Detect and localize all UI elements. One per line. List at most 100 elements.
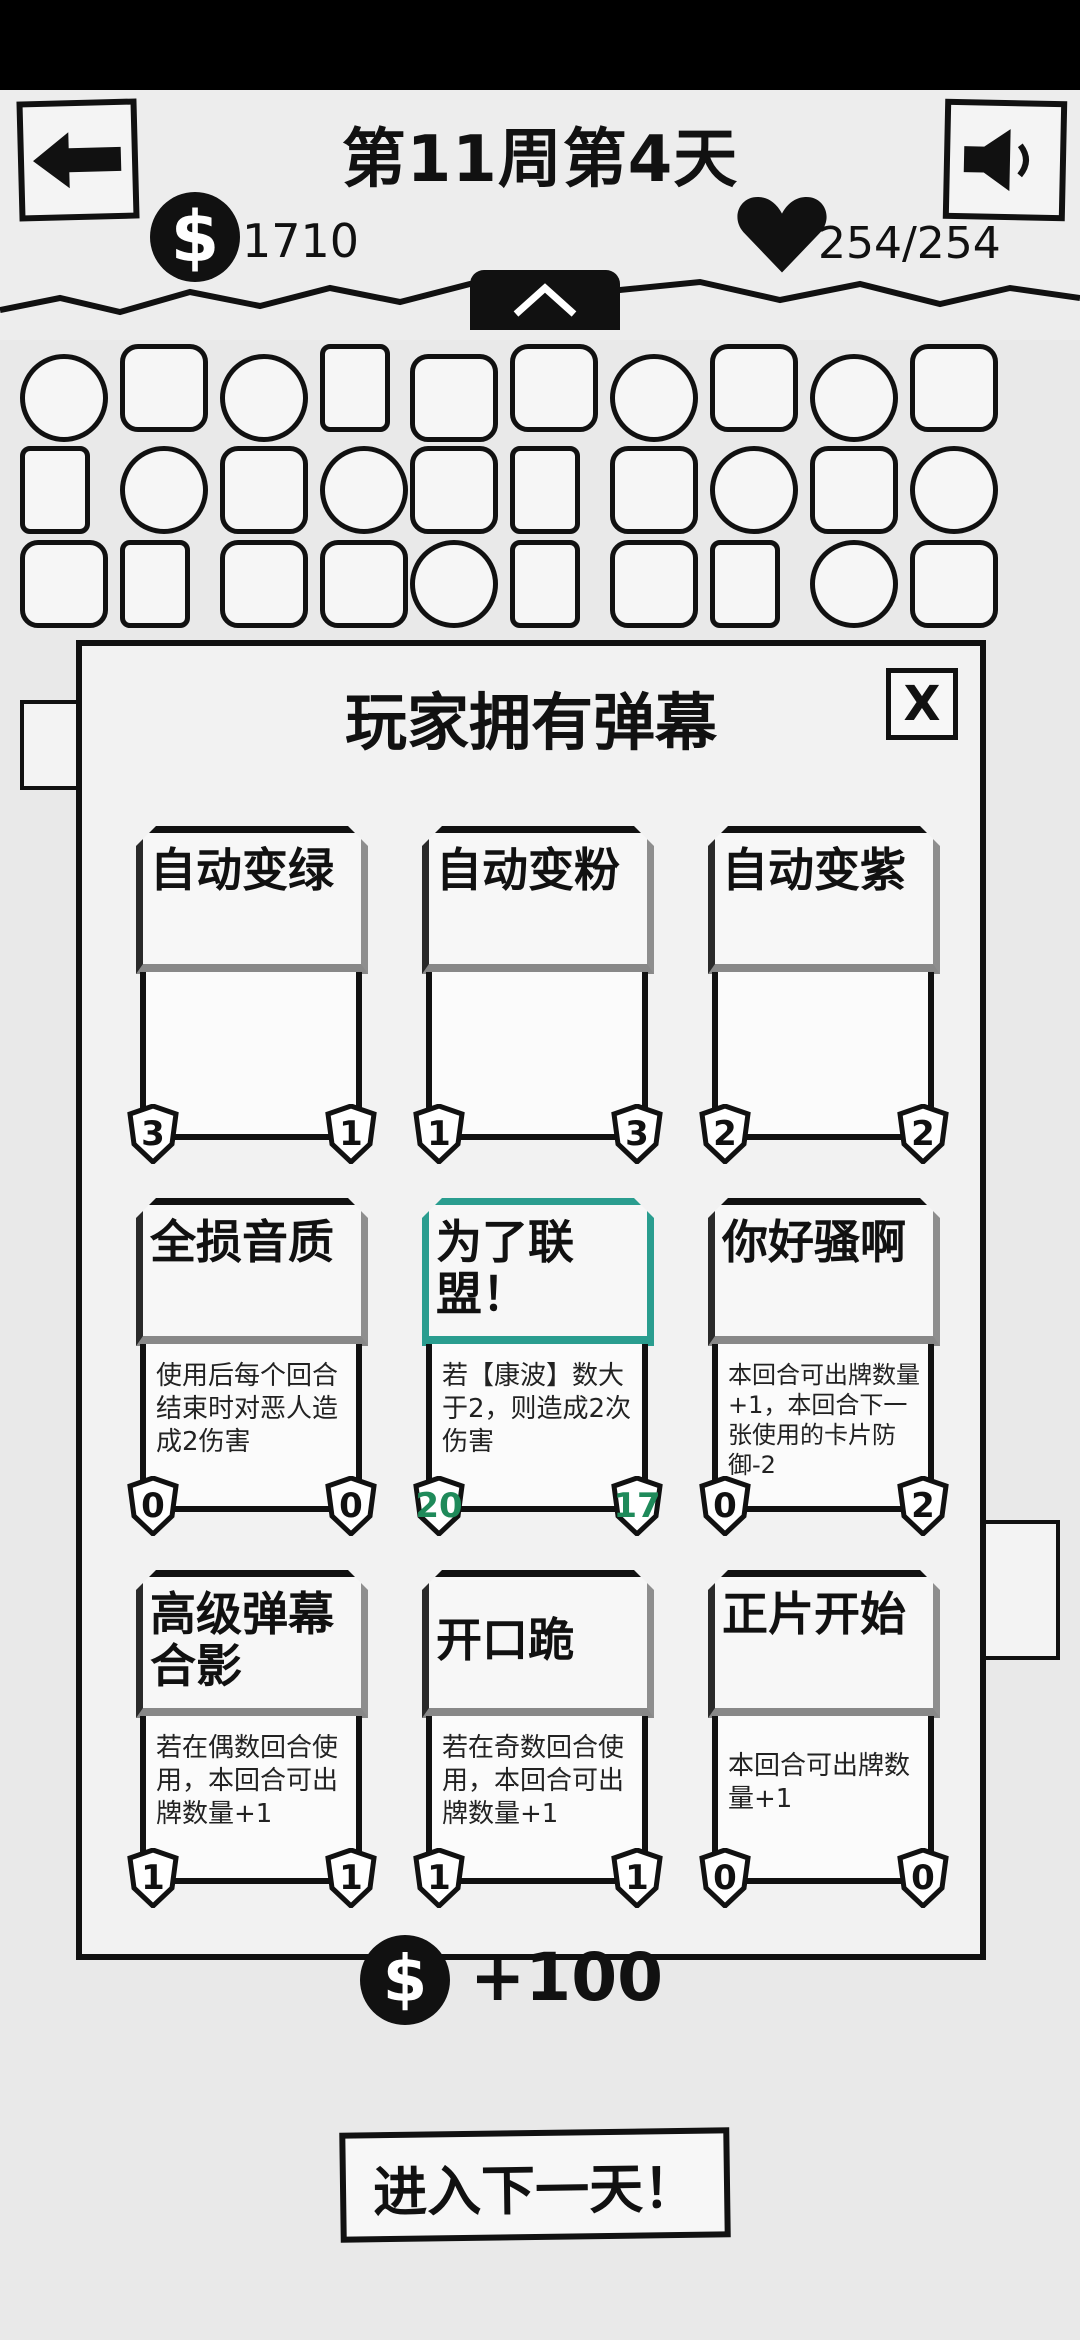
- card-body: 若在奇数回合使用，本回合可出牌数量+1: [426, 1716, 648, 1884]
- back-button[interactable]: [16, 98, 140, 222]
- collapse-tab[interactable]: [470, 270, 620, 330]
- item-icon[interactable]: [810, 540, 898, 628]
- card-header: [422, 826, 654, 974]
- shield-icon: [611, 1104, 663, 1164]
- chevron-up-icon: [513, 283, 577, 317]
- attack-stat: 1: [126, 1848, 180, 1908]
- item-icon[interactable]: [510, 344, 598, 432]
- item-icon[interactable]: [220, 540, 308, 628]
- shield-icon: [127, 1848, 179, 1908]
- attack-value: 2: [713, 1114, 737, 1154]
- attack-value: 20: [415, 1486, 463, 1526]
- item-icon[interactable]: [510, 446, 580, 534]
- item-icon[interactable]: [710, 344, 798, 432]
- barrage-card[interactable]: 正片开始 本回合可出牌数量+1 0 0: [698, 1570, 950, 1910]
- back-arrow-icon: [33, 132, 122, 189]
- shield-icon: [413, 1476, 465, 1536]
- item-icon[interactable]: [610, 540, 698, 628]
- attack-value: 3: [141, 1114, 165, 1154]
- coin-icon: $: [150, 192, 240, 282]
- shield-icon: [699, 1476, 751, 1536]
- shield-icon: [325, 1104, 377, 1164]
- item-icon[interactable]: [410, 446, 498, 534]
- barrage-card[interactable]: 高级弹幕合影 若在偶数回合使用，本回合可出牌数量+1 1 1: [126, 1570, 378, 1910]
- reward-value: +100: [470, 1939, 664, 2016]
- shield-icon: [897, 1104, 949, 1164]
- close-button[interactable]: X: [886, 668, 958, 740]
- item-icon[interactable]: [910, 344, 998, 432]
- barrage-card[interactable]: 自动变紫 2 2: [698, 826, 950, 1166]
- card-header: [422, 1198, 654, 1346]
- defense-value: 2: [911, 1114, 935, 1154]
- item-icon[interactable]: [120, 344, 208, 432]
- card-header: [708, 1570, 940, 1718]
- card-name: 正片开始: [722, 1587, 906, 1641]
- card-desc: 若【康波】数大于2，则造成2次伤害: [442, 1361, 632, 1457]
- defense-stat: 17: [610, 1476, 664, 1536]
- speaker-icon: [963, 129, 1029, 192]
- item-icon[interactable]: [120, 446, 208, 534]
- item-icon[interactable]: [610, 446, 698, 534]
- item-icon[interactable]: [910, 446, 998, 534]
- status-bar: [0, 0, 1080, 90]
- card-name: 自动变绿: [150, 843, 334, 897]
- card-name: 自动变紫: [722, 843, 906, 897]
- defense-stat: 1: [610, 1848, 664, 1908]
- inventory-items: [20, 340, 1060, 640]
- item-icon[interactable]: [410, 354, 498, 442]
- shield-icon: [413, 1848, 465, 1908]
- item-icon[interactable]: [20, 540, 108, 628]
- defense-stat: 2: [896, 1104, 950, 1164]
- shield-icon: [325, 1848, 377, 1908]
- item-icon[interactable]: [120, 540, 190, 628]
- card-desc: 使用后每个回合结束时对恶人造成2伤害: [156, 1361, 339, 1457]
- item-icon[interactable]: [320, 540, 408, 628]
- item-icon[interactable]: [20, 446, 90, 534]
- shield-icon: [699, 1848, 751, 1908]
- defense-stat: 3: [610, 1104, 664, 1164]
- defense-stat: 0: [324, 1476, 378, 1536]
- barrage-card-selected[interactable]: 为了联盟！ 若【康波】数大于2，则造成2次伤害 20 17: [412, 1198, 664, 1538]
- card-desc: 本回合可出牌数量+1: [728, 1751, 911, 1814]
- barrage-card[interactable]: 你好骚啊 本回合可出牌数量+1，本回合下一张使用的卡片防御-2 0 2: [698, 1198, 950, 1538]
- attack-stat: 2: [698, 1104, 752, 1164]
- item-icon[interactable]: [910, 540, 998, 628]
- item-icon[interactable]: [710, 446, 798, 534]
- hp-value: 254/254: [818, 218, 1001, 269]
- background-chip: [980, 1520, 1060, 1660]
- item-icon[interactable]: [220, 446, 308, 534]
- background-chip: [20, 700, 80, 790]
- shield-icon: [611, 1848, 663, 1908]
- item-icon[interactable]: [320, 344, 390, 432]
- barrage-card[interactable]: 开口跪 若在奇数回合使用，本回合可出牌数量+1 1 1: [412, 1570, 664, 1910]
- next-day-button[interactable]: 进入下一天！: [339, 2127, 731, 2243]
- item-icon[interactable]: [220, 354, 308, 442]
- attack-value: 1: [427, 1114, 451, 1154]
- card-desc: 若在奇数回合使用，本回合可出牌数量+1: [442, 1733, 625, 1829]
- defense-value: 3: [625, 1114, 649, 1154]
- item-icon[interactable]: [610, 354, 698, 442]
- shield-icon: [325, 1476, 377, 1536]
- item-icon[interactable]: [810, 446, 898, 534]
- attack-stat: 1: [412, 1848, 466, 1908]
- barrage-card[interactable]: 自动变粉 1 3: [412, 826, 664, 1166]
- item-icon[interactable]: [20, 354, 108, 442]
- day-reward: $ +100: [360, 1935, 664, 2025]
- defense-stat: 2: [896, 1476, 950, 1536]
- sound-button[interactable]: [942, 98, 1068, 222]
- item-icon[interactable]: [810, 354, 898, 442]
- defense-value: 1: [339, 1858, 363, 1898]
- shield-icon: [127, 1104, 179, 1164]
- item-icon[interactable]: [410, 540, 498, 628]
- barrage-card[interactable]: 自动变绿 3 1: [126, 826, 378, 1166]
- item-icon[interactable]: [510, 540, 580, 628]
- card-desc: 若在偶数回合使用，本回合可出牌数量+1: [156, 1733, 339, 1829]
- item-icon[interactable]: [710, 540, 780, 628]
- attack-stat: 0: [126, 1476, 180, 1536]
- defense-value: 1: [339, 1114, 363, 1154]
- barrage-card[interactable]: 全损音质 使用后每个回合结束时对恶人造成2伤害 0 0: [126, 1198, 378, 1538]
- card-desc: 本回合可出牌数量+1，本回合下一张使用的卡片防御-2: [728, 1361, 920, 1479]
- day-title: 第11周第4天: [341, 123, 739, 197]
- shield-icon: [897, 1848, 949, 1908]
- item-icon[interactable]: [320, 446, 408, 534]
